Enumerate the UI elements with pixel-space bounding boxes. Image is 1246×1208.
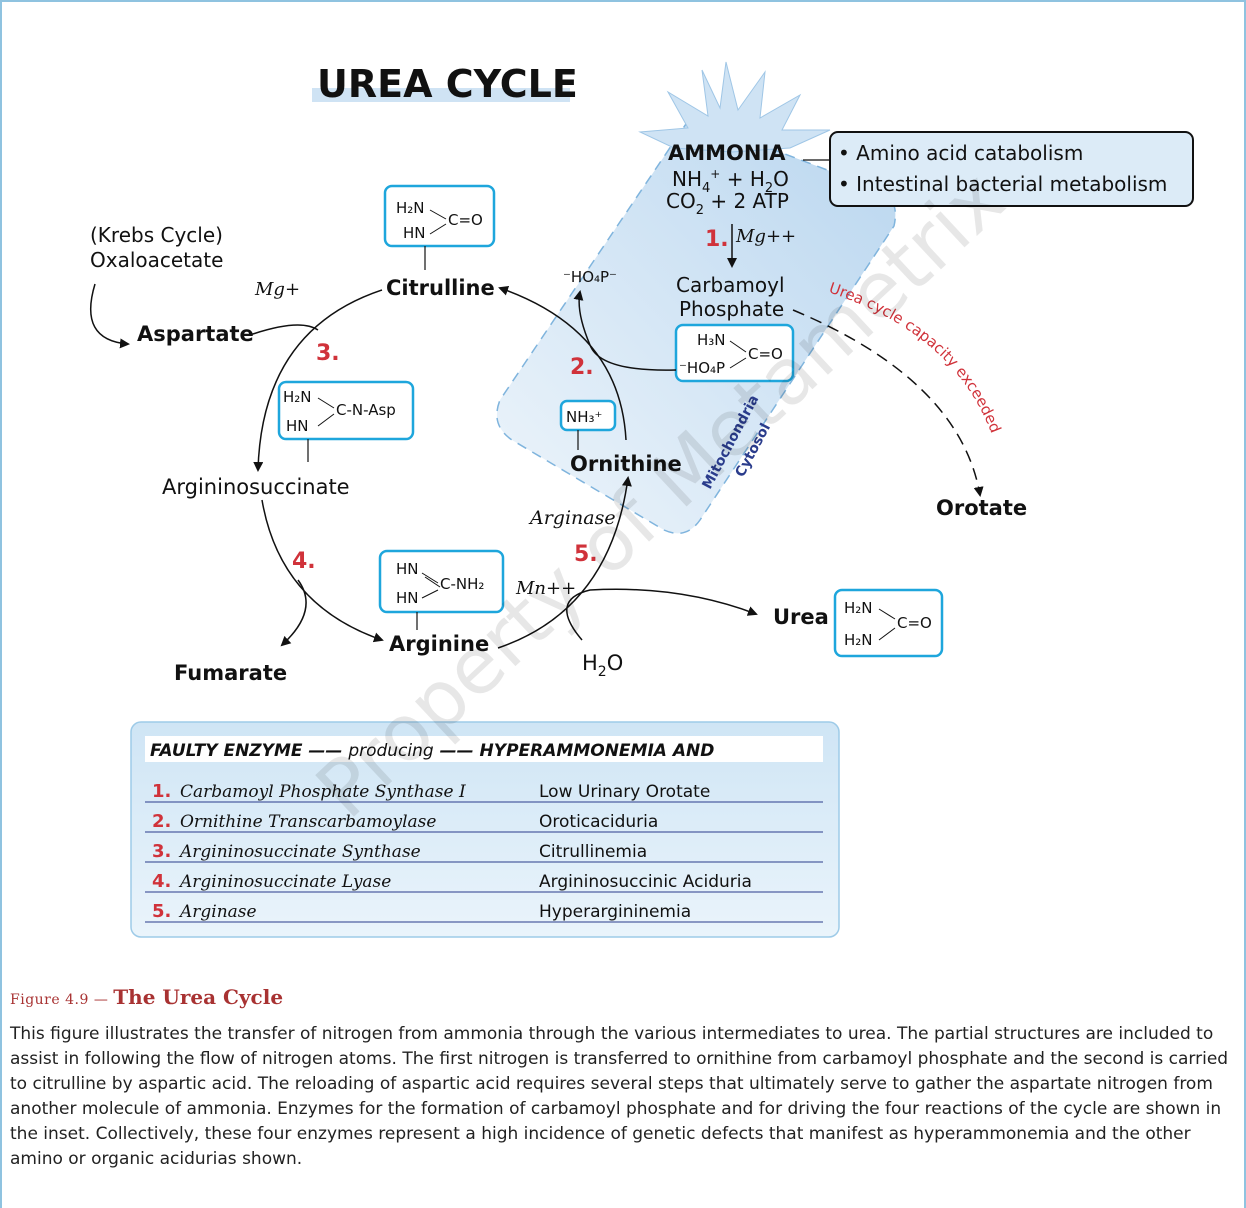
carbamoyl-struct-right: C=O: [748, 345, 783, 363]
carbamoyl-label-1: Carbamoyl: [676, 273, 785, 297]
table-row: 2. Ornithine Transcarbamoylase Oroticacidu…: [145, 811, 823, 833]
ammonia-label: AMMONIA: [668, 141, 786, 165]
table-row-enzyme: Ornithine Transcarbamoylase: [180, 812, 436, 832]
urea-structure-box: [833, 588, 944, 658]
table-header-col1: FAULTY ENZYME —— producing —— HYPERAMMON…: [150, 741, 714, 761]
table-row-result: Citrullinemia: [539, 842, 647, 862]
title-underline: [312, 88, 570, 102]
water-label: H2O: [582, 651, 623, 680]
urea-struct-top: H₂N: [844, 599, 873, 617]
argininosuccinate-structure-box: [277, 380, 415, 441]
arginine-struct-right: C-NH₂: [440, 575, 484, 593]
table-row-enzyme: Arginase: [178, 902, 257, 922]
cofactor-mg-plus: Mg+: [254, 279, 300, 300]
carbamoyl-struct-top: H₃N: [697, 331, 726, 349]
table-row-number: 2.: [152, 811, 171, 832]
table-row-result: Hyperargininemia: [539, 902, 691, 922]
urea-struct-right: C=O: [897, 614, 932, 632]
table-row-enzyme: Argininosuccinate Synthase: [178, 842, 421, 862]
orotate-label: Orotate: [936, 496, 1027, 520]
enzyme-table-rows: 1. Carbamoyl Phosphate Synthase I Low Urin…: [145, 781, 823, 923]
table-row-number: 3.: [152, 841, 171, 862]
step-5-label: 5.: [574, 542, 598, 567]
table-row-number: 5.: [152, 901, 171, 922]
urea-cycle-diagram: UREA CYCLE AMMONIA NH4+ + H2O CO2 + 2 AT…: [90, 61, 1194, 938]
figure-title: The Urea Cycle: [113, 985, 284, 1009]
table-row: 1. Carbamoyl Phosphate Synthase I Low Urin…: [145, 781, 823, 803]
arginine-structure-box: [378, 549, 505, 614]
argsucc-struct-right: C-N-Asp: [336, 401, 396, 419]
ammonia-starburst: [638, 61, 831, 153]
enzyme-table-header-bg: [145, 736, 823, 762]
carbamoyl-structure-box: [674, 323, 795, 383]
citrulline-struct-right: C=O: [448, 211, 483, 229]
table-row-enzyme: Argininosuccinate Lyase: [178, 872, 391, 892]
carbamoyl-label-2: Phosphate: [679, 297, 784, 321]
page-frame-left: [0, 0, 2, 1208]
citrulline-label: Citrulline: [386, 276, 495, 300]
step-4-label: 4.: [292, 549, 316, 574]
ammonia-sources-box: [829, 131, 1194, 207]
cofactor-mn-plusplus: Mn++: [515, 578, 576, 599]
figure-caption-body: This figure illustrates the transfer of …: [10, 1024, 1229, 1169]
aspartate-label: Aspartate: [137, 322, 254, 346]
cofactor-mg-plusplus: Mg++: [735, 226, 796, 247]
figure-caption-title: Figure 4.9 — The Urea Cycle: [10, 985, 283, 1009]
table-row: 5. Arginase Hyperargininemia: [145, 901, 823, 923]
ammonia-co2-atp: CO2 + 2 ATP: [666, 189, 789, 218]
enzyme-table: [130, 721, 840, 938]
figure-label: Figure 4.9 —: [10, 992, 114, 1008]
arginine-label: Arginine: [389, 632, 489, 656]
urea-struct-bottom: H₂N: [844, 631, 873, 649]
arginine-struct-top: HN: [396, 560, 419, 578]
step-2-label: 2.: [570, 355, 594, 380]
ornithine-struct-top: NH₃⁺: [566, 408, 602, 426]
citrulline-struct-top: H₂N: [396, 199, 425, 217]
source-amino-acid: • Amino acid catabolism: [838, 141, 1083, 165]
table-row-result: Low Urinary Orotate: [539, 782, 710, 802]
table-row-number: 1.: [152, 781, 171, 802]
source-bacterial: • Intestinal bacterial metabolism: [838, 172, 1167, 196]
ammonia-reactants: NH4+ + H2O: [672, 167, 789, 196]
urea-label: Urea: [773, 605, 829, 629]
table-row-result: Argininosuccinic Aciduria: [539, 872, 752, 892]
table-row-result: Oroticaciduria: [539, 812, 658, 832]
table-row-number: 4.: [152, 871, 171, 892]
arginine-struct-bottom: HN: [396, 589, 419, 607]
table-row: 3. Argininosuccinate Synthase Citrullinemi…: [145, 841, 823, 863]
step-3-label: 3.: [316, 341, 340, 366]
diagram-title: UREA CYCLE: [317, 62, 578, 106]
ornithine-structure-box: [559, 399, 617, 432]
argsucc-struct-top: H₂N: [283, 388, 312, 406]
step-1-label: 1.: [705, 227, 729, 252]
ornithine-label: Ornithine: [570, 452, 682, 476]
oxaloacetate-label: Oxaloacetate: [90, 248, 223, 272]
carbamoyl-struct-bottom: ⁻HO₄P: [679, 359, 725, 377]
table-row: 4. Argininosuccinate Lyase Argininosuccini…: [145, 871, 823, 893]
argsucc-struct-bottom: HN: [286, 417, 309, 435]
krebs-cycle-label: (Krebs Cycle): [90, 223, 223, 247]
capacity-exceeded-path: [792, 309, 984, 497]
phosphate-released: ⁻HO₄P⁻: [563, 268, 617, 286]
fumarate-label: Fumarate: [174, 661, 287, 685]
citrulline-struct-bottom: HN: [403, 224, 426, 242]
table-row-enzyme: Carbamoyl Phosphate Synthase I: [180, 782, 466, 802]
argininosuccinate-label: Argininosuccinate: [162, 475, 350, 499]
cofactor-arginase: Arginase: [528, 507, 616, 529]
citrulline-structure-box: [383, 184, 496, 248]
